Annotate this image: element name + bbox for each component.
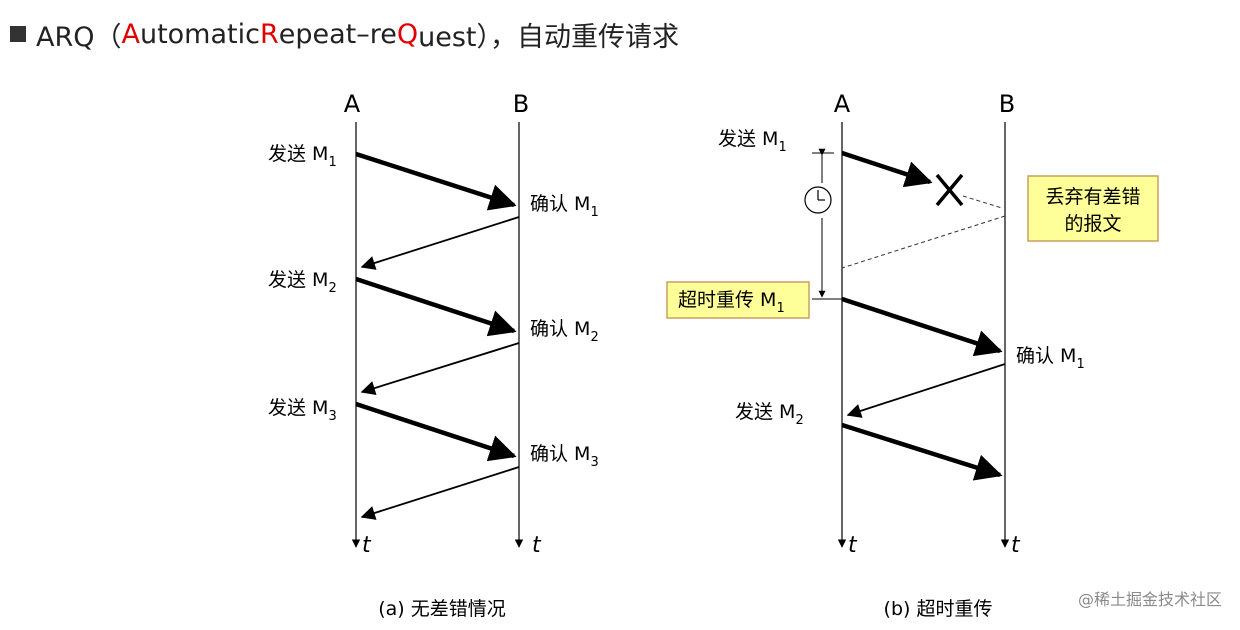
clock-icon <box>804 186 832 214</box>
send-m2-label: 发送 M2 <box>268 269 337 296</box>
ack-m3-label: 确认 M3 <box>530 443 599 470</box>
host-b-label: B <box>999 90 1015 118</box>
timeout-callout <box>666 281 810 319</box>
discard-line2: 的报文 <box>1064 213 1121 235</box>
time-label: t <box>532 533 542 558</box>
title-text: utomatic <box>139 18 260 50</box>
timeout-label: 超时重传 M1 <box>678 289 785 316</box>
diagram-b: A B t t 发送 M1 丢弃有差错 的报文 <box>666 90 1159 620</box>
title-highlight: A <box>121 18 140 50</box>
send-m1-arrow <box>355 151 517 211</box>
title-text: epeat–re <box>278 18 397 50</box>
site-watermark: @稀土掘金技术社区 <box>1077 590 1222 609</box>
ack-m1-arrow <box>360 216 520 270</box>
time-label: t <box>1011 533 1021 558</box>
diagram-a: A B t t 发送 M1 发送 M2 发送 M3 确认 M1 确认 M2 确认… <box>268 90 599 620</box>
title-highlight: R <box>259 18 279 50</box>
discard-callout <box>1027 175 1159 242</box>
ack-m1-label: 确认 M1 <box>530 193 599 220</box>
dashed-continuation <box>962 195 1003 209</box>
send-m3-label: 发送 M3 <box>268 397 337 424</box>
host-a-label: A <box>834 90 851 118</box>
bullet-square-icon <box>10 26 26 42</box>
host-b-label: B <box>513 90 529 118</box>
dashed-no-ack <box>841 215 1006 269</box>
ack-m2-label: 确认 M2 <box>530 318 599 345</box>
send-m3-arrow <box>355 401 517 462</box>
host-a-label: A <box>344 90 361 118</box>
time-label: t <box>848 533 858 558</box>
send-m2-arrow <box>841 422 1003 481</box>
caption-a: (a) 无差错情况 <box>378 598 506 620</box>
lost-m1-arrow <box>841 150 933 188</box>
send-m1-label: 发送 M1 <box>718 128 787 155</box>
ack-m3-arrow <box>360 466 520 520</box>
send-m1-label: 发送 M1 <box>268 143 337 170</box>
lost-x-icon <box>935 173 964 207</box>
caption-b: (b) 超时重传 <box>884 598 993 620</box>
timer-bracket <box>812 148 842 300</box>
send-m2-arrow <box>355 276 517 337</box>
ack-m1-label: 确认 M1 <box>1016 345 1085 372</box>
ack-m2-arrow <box>360 342 520 396</box>
title-text: ARQ（ <box>36 21 122 53</box>
discard-line1: 丢弃有差错 <box>1045 186 1140 208</box>
title-highlight: Q <box>396 18 419 50</box>
ack-m1-arrow <box>846 363 1006 418</box>
retransmit-m1-arrow <box>841 296 1003 357</box>
time-label: t <box>362 533 372 558</box>
title-text: uest），自动重传请求 <box>418 21 680 53</box>
send-m2-label: 发送 M2 <box>735 401 804 428</box>
